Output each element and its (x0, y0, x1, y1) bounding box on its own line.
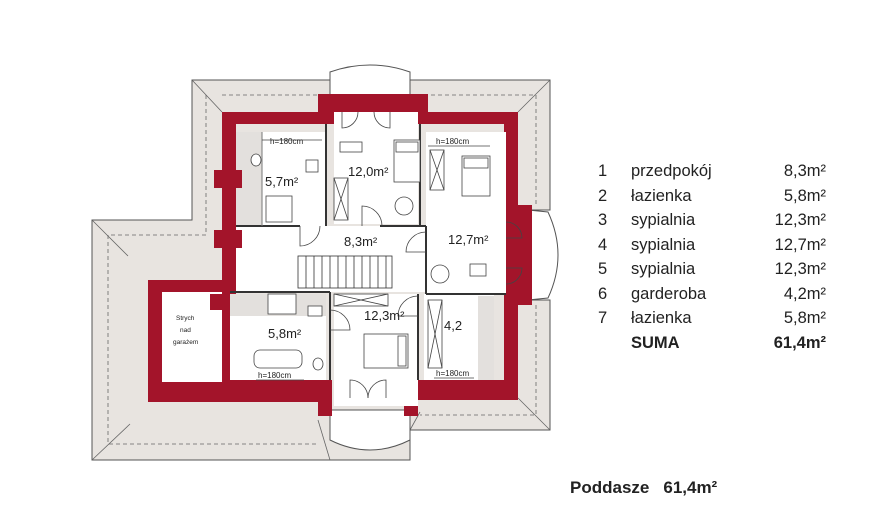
legend-number: 7 (598, 309, 608, 327)
legend-row-7: 7 łazienka 5,8m² (598, 309, 838, 334)
legend-room-area: 12,7m² (774, 235, 826, 254)
floor-plan: 12,0m² 5,7m² 8,3m² 12,7m² 5,8m² 12,3m² 4… (91, 64, 559, 461)
bathtub (253, 349, 303, 369)
floor-caption: Poddasze 61,4m² (570, 478, 731, 498)
sink-bottom (307, 305, 323, 317)
legend-number: 6 (598, 284, 608, 303)
legend-number: 2 (598, 186, 608, 205)
toilet-top (250, 153, 262, 167)
attic-label-line-1: Strych (176, 315, 195, 322)
toilet-bottom (312, 357, 324, 371)
room-legend: 1 przedpokój 8,3m² 2 łazienka 5,8m² 3 sy… (598, 162, 838, 358)
legend-row-1: 1 przedpokój 8,3m² (598, 162, 838, 187)
legend-room-area: 5,8m² (783, 186, 826, 205)
armchair-top (394, 196, 414, 216)
roof-hip-lines (91, 79, 551, 461)
sink-top (305, 159, 319, 173)
desk-top (339, 141, 363, 153)
height-note-wardrobe: h=180cm (436, 369, 469, 378)
low-ceiling-areas (230, 132, 494, 380)
area-label-hall: 8,3m² (344, 234, 378, 249)
area-label-bedroom-bottom: 12,3m² (364, 308, 405, 323)
desk-right (469, 263, 487, 277)
legend-row-5: 5 sypialnia 12,3m² (598, 260, 838, 285)
doors (299, 111, 523, 399)
bay-window-bottom (329, 409, 411, 451)
legend-number: 3 (598, 211, 608, 229)
legend-room-name: przedpokój (631, 162, 712, 180)
legend-total-area: 61,4m² (773, 333, 826, 352)
height-note-bedroom-right: h=180cm (436, 137, 469, 146)
armchair-right (430, 264, 450, 284)
legend-room-name: sypialnia (631, 260, 696, 278)
height-note-bath-bottom: h=180cm (258, 371, 291, 380)
shower-bottom (267, 293, 297, 315)
legend-room-area: 4,2m² (783, 284, 826, 303)
legend-room-name: łazienka (631, 186, 692, 205)
legend-total-label: SUMA (631, 333, 680, 352)
legend-room-area: 12,3m² (774, 260, 826, 278)
attic-label-line-3: garażem (173, 339, 198, 346)
legend-room-area: 8,3m² (783, 162, 826, 180)
bay-window-right (527, 209, 559, 301)
legend-room-area: 12,3m² (774, 211, 826, 229)
legend-room-name: sypialnia (631, 235, 696, 254)
legend-row-6: 6 garderoba 4,2m² (598, 285, 838, 310)
attic-label-line-2: nad (180, 327, 191, 334)
legend-row-2: 2 łazienka 5,8m² (598, 187, 838, 212)
legend-number: 4 (598, 235, 608, 254)
eave-dashed-lines (107, 94, 537, 445)
staircase (297, 255, 393, 289)
legend-room-name: sypialnia (631, 211, 696, 229)
legend-row-4: 4 sypialnia 12,7m² (598, 236, 838, 261)
area-label-bedroom-top: 12,0m² (348, 164, 389, 179)
shower-top (265, 195, 293, 223)
bay-window-top (329, 64, 411, 101)
legend-room-area: 5,8m² (783, 309, 826, 327)
legend-number: 5 (598, 260, 608, 278)
legend-row-3: 3 sypialnia 12,3m² (598, 211, 838, 236)
wall-pillars (210, 94, 418, 310)
legend-total-row: SUMA 61,4m² (598, 334, 838, 359)
floor-caption-area: 61,4m² (663, 478, 718, 497)
furniture (250, 139, 491, 371)
height-lines (256, 139, 490, 381)
height-note-bath-top: h=180cm (270, 137, 303, 146)
floor-caption-label: Poddasze (570, 478, 650, 497)
legend-number: 1 (598, 162, 608, 180)
interior-walls (230, 124, 506, 380)
area-label-bedroom-right: 12,7m² (448, 232, 489, 247)
area-label-bath-top: 5,7m² (265, 174, 299, 189)
area-label-wardrobe: 4,2 (444, 318, 462, 333)
area-label-bath-bottom: 5,8m² (268, 326, 302, 341)
legend-room-name: garderoba (631, 284, 707, 303)
legend-room-name: łazienka (631, 309, 692, 327)
